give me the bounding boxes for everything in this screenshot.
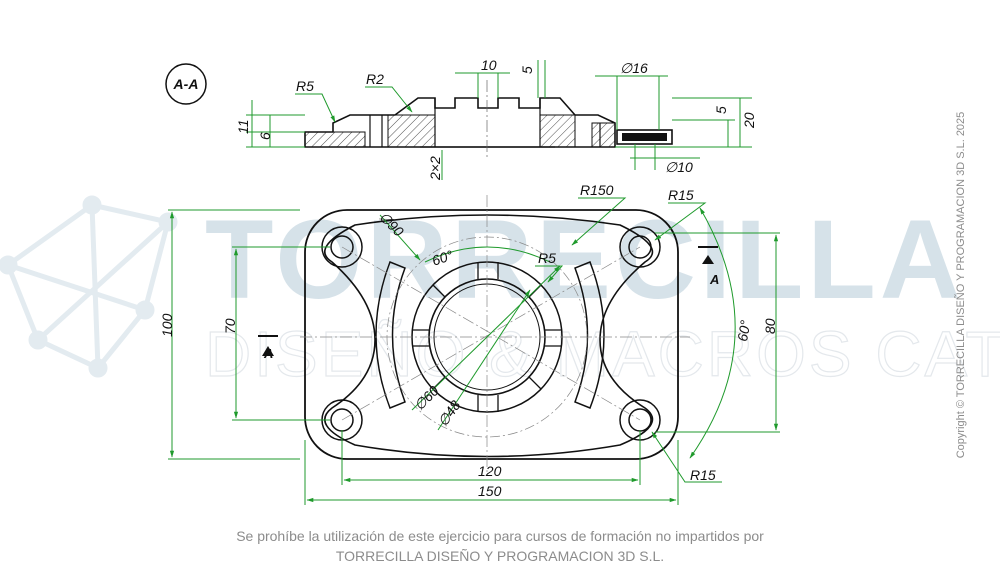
flange-outline [323,214,654,458]
dim-w150: 150 [478,483,502,499]
dim-ang60-top: 60° [430,247,455,269]
dim-ang60-right: 60° [734,319,754,343]
notice-line-2: TORRECILLA DISEÑO Y PROGRAMACION 3D S.L. [335,548,665,564]
hatch-right-wall [539,114,576,148]
hatch-left-wall [387,114,436,148]
section-boss [616,129,673,145]
dim-h20: 20 [741,112,757,129]
watermark-brand: TORRECILLA [205,197,965,322]
section-label: A-A [173,76,199,92]
copyright-text: Copyright © TORRECILLA DISEÑO Y PROGRAMA… [955,111,967,459]
dim-dia10: ∅10 [665,159,693,175]
dim-w120: 120 [478,463,502,479]
dim-r5-mid: R5 [538,250,556,266]
dim-r15-bot: R15 [690,467,716,483]
hatch-right [591,122,616,148]
dim-h80: 80 [762,318,778,334]
notice-line-1: Se prohíbe la utilización de este ejerci… [236,528,764,544]
watermark: TORRECILLA DISEÑO & MACROS CATIA [0,195,1000,391]
dim-w10: 10 [481,57,497,73]
dim-h100: 100 [159,313,175,337]
section-marker-left: A [258,335,278,361]
hatch-left [304,131,366,148]
dim-w5: 5 [519,66,535,74]
svg-text:A: A [709,272,719,287]
plate-outline [304,209,679,460]
slot-right [574,261,605,409]
svg-text:A: A [263,346,273,361]
section-label-circle [165,63,207,105]
dim-h11: 11 [235,119,251,134]
section-view: A-A [165,57,757,181]
watermark-logo-icon [0,195,178,378]
dim-chamfer: 2×2 [427,156,443,181]
dim-r150: R150 [580,182,614,198]
slot-left [375,261,406,409]
dim-h5: 5 [713,106,729,114]
dim-r5-top: R5 [296,78,314,94]
dim-h70: 70 [222,318,238,334]
dim-h6: 6 [257,132,273,140]
dim-r2: R2 [366,71,384,87]
dim-dia16: ∅16 [620,60,648,76]
dim-r15-top: R15 [668,187,694,203]
section-boss-fill [622,133,667,141]
